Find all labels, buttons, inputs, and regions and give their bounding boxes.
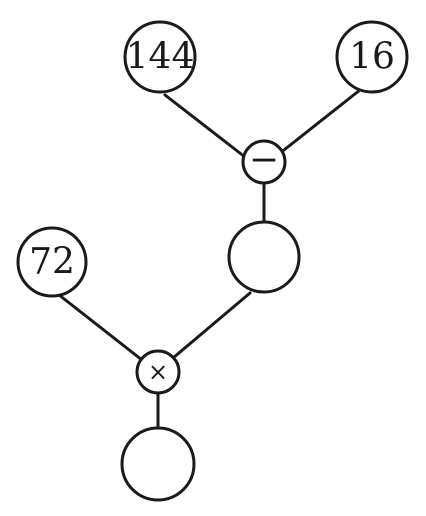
multiply-operator-node: ×	[135, 349, 181, 395]
node-72: 72	[16, 226, 88, 298]
edge-144-to-minus	[163, 93, 247, 159]
node-144-label: 144	[126, 37, 195, 78]
product-result-node	[120, 426, 196, 502]
node-144: 144	[123, 20, 197, 94]
node-16-label: 16	[349, 37, 395, 78]
edge-72-to-times	[52, 289, 144, 362]
edge-16-to-minus	[282, 84, 367, 152]
subtract-symbol: −	[249, 140, 279, 181]
multiply-symbol: ×	[148, 358, 168, 386]
subtract-operator-node: −	[241, 139, 287, 185]
difference-result-node	[227, 220, 301, 294]
node-16: 16	[335, 20, 409, 94]
node-72-label: 72	[29, 242, 75, 283]
edge-difference-to-times	[171, 291, 252, 360]
